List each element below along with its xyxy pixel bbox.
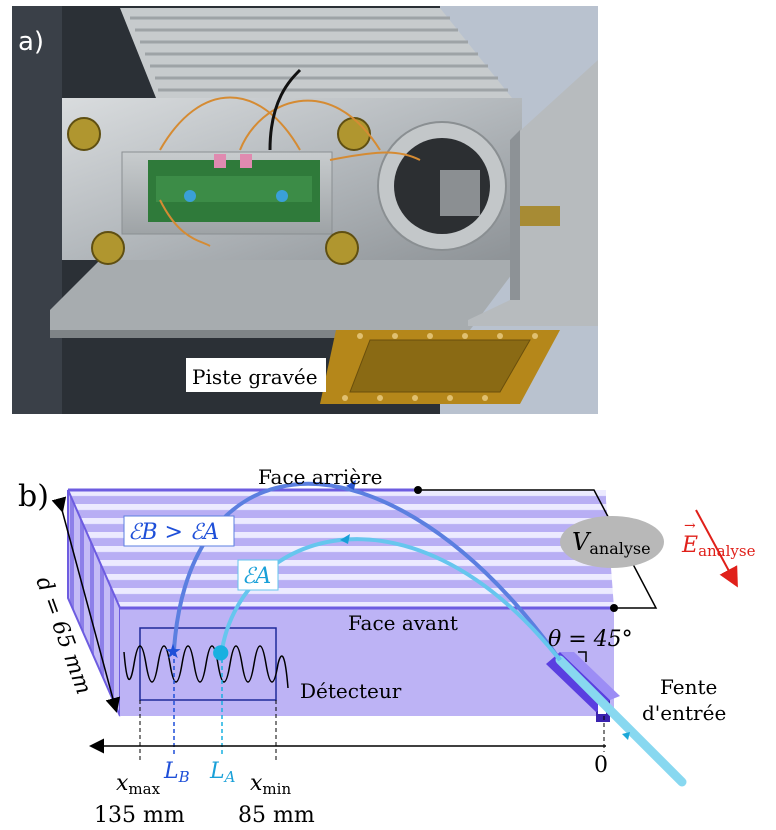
voltage-ellipse bbox=[560, 516, 664, 568]
xmin-label: xmin bbox=[250, 771, 291, 798]
detector-label: Détecteur bbox=[300, 679, 402, 703]
depth-dimension bbox=[51, 496, 121, 713]
impact-star-B: ★ bbox=[164, 639, 182, 663]
impact-LA-label: LA bbox=[209, 759, 236, 786]
impact-LB-label: LB bbox=[163, 759, 190, 786]
xmax-value: 135 mm bbox=[94, 803, 185, 828]
detector-box bbox=[139, 627, 277, 701]
axis-zero: 0 bbox=[594, 753, 608, 778]
energy-B-label: ℰB > ℰA bbox=[128, 520, 219, 545]
field-arrow bbox=[695, 509, 738, 588]
slit-label-line2: d'entrée bbox=[642, 701, 726, 725]
analyzer-box-diagram: ★ ● bbox=[51, 480, 738, 787]
field-vector-arrow: → bbox=[684, 518, 696, 534]
face-back-label: Face arrière bbox=[258, 465, 383, 489]
photo-panel-label: a) bbox=[18, 27, 44, 57]
photo-panel bbox=[12, 6, 598, 414]
energy-A-label: ℰA bbox=[242, 564, 271, 589]
angle-label: θ = 45° bbox=[548, 627, 633, 652]
incoming-beam bbox=[555, 655, 687, 787]
xmax-label: xmax bbox=[116, 771, 161, 798]
voltage-label: Vanalyse bbox=[572, 528, 651, 558]
field-label: Eanalyse bbox=[681, 533, 756, 560]
face-front-label: Face avant bbox=[348, 611, 458, 635]
schematic-panel-label: b) bbox=[18, 479, 49, 514]
impact-star-A: ● bbox=[212, 639, 229, 663]
engraved-track-label: Piste gravée bbox=[192, 365, 318, 389]
detector-sinusoid bbox=[123, 645, 289, 689]
trajectory-B bbox=[172, 481, 562, 662]
top-face bbox=[68, 490, 614, 608]
slit-label-line1: Fente bbox=[660, 675, 717, 699]
xmin-value: 85 mm bbox=[238, 803, 315, 828]
